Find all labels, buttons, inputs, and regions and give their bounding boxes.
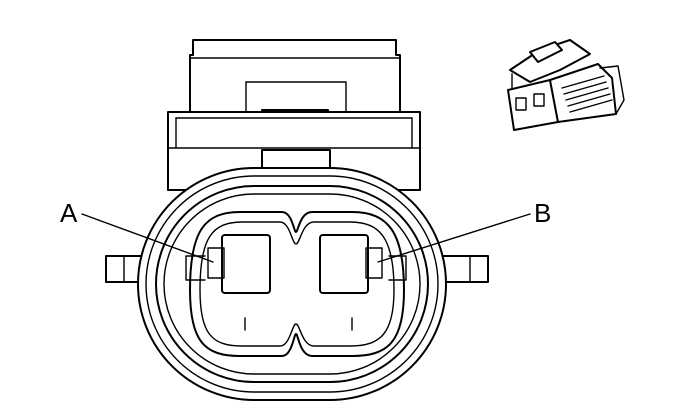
connector-isometric-icon — [507, 39, 625, 131]
terminal-b-cavity — [319, 234, 383, 294]
label-terminal-a: A — [60, 198, 78, 228]
terminal-a-cavity — [207, 234, 271, 294]
leader-line-b — [377, 213, 531, 263]
connector-cavity — [185, 211, 407, 357]
label-terminal-b: B — [534, 198, 551, 228]
connector-outer-housing — [137, 167, 447, 401]
leader-line-a — [81, 213, 214, 263]
